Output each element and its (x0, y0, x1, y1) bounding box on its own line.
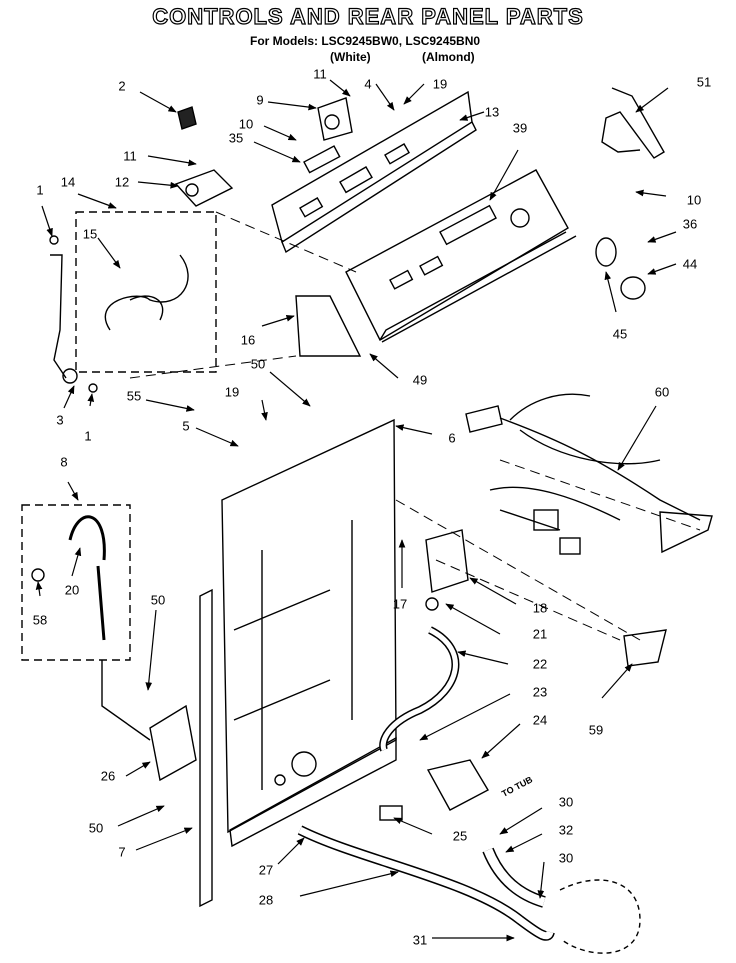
part-25 (379, 805, 403, 821)
callout-59: 59 (588, 722, 604, 738)
switch-12 (174, 169, 234, 207)
callout-12: 12 (114, 174, 130, 190)
control-panel-plate (271, 90, 477, 254)
callout-20: 20 (64, 582, 80, 598)
side-strip-7 (199, 588, 213, 908)
knob-part (595, 237, 646, 300)
callout-25: 25 (452, 828, 468, 844)
callout-16: 16 (240, 332, 256, 348)
callout-17: 17 (392, 596, 408, 612)
inlet-hose-20 (68, 515, 106, 641)
part-2 (177, 106, 197, 130)
models-line: For Models: LSC9245BW0, LSC9245BN0 (250, 34, 481, 48)
callout-35: 35 (228, 130, 244, 146)
hose-3 (50, 254, 67, 379)
switch-part (303, 145, 341, 174)
power-cord (104, 254, 189, 331)
callout-9: 9 (256, 92, 264, 108)
callout-23: 23 (532, 684, 548, 700)
callout-22: 22 (532, 656, 548, 672)
callout-19: 19 (432, 76, 448, 92)
diagram-title: CONTROLS AND REAR PANEL PARTS (152, 3, 584, 29)
variant-white: (White) (330, 50, 371, 64)
callout-3: 3 (56, 412, 64, 428)
bracket-24 (426, 759, 489, 811)
callout-58: 58 (32, 612, 48, 628)
tub-outlet (559, 879, 641, 954)
callout-15: 15 (82, 226, 98, 242)
callout-50: 50 (250, 356, 266, 372)
callout-6: 6 (448, 430, 456, 446)
callout-1b: 1 (84, 428, 92, 444)
callout-27: 27 (258, 862, 274, 878)
pump-26 (149, 704, 197, 782)
callout-55: 55 (126, 388, 142, 404)
callout-31: 31 (412, 932, 428, 948)
variant-almond: (Almond) (422, 50, 475, 64)
end-cap-16 (295, 295, 362, 357)
callout-8: 8 (60, 454, 68, 470)
inlet-box-8 (21, 504, 131, 661)
callout-60: 60 (654, 384, 670, 400)
callout-10b: 10 (686, 192, 702, 208)
callout-30b: 30 (558, 850, 574, 866)
callout-49: 49 (412, 372, 428, 388)
callout-50c: 50 (88, 820, 104, 836)
callout-11: 11 (313, 66, 327, 82)
callout-30: 30 (558, 794, 574, 810)
callout-13: 13 (484, 104, 500, 120)
callout-45: 45 (612, 326, 628, 342)
wire-harness-60 (465, 393, 713, 555)
callout-36: 36 (682, 216, 698, 232)
callout-26: 26 (100, 768, 116, 784)
valve-18 (425, 529, 469, 593)
callout-21: 21 (532, 626, 548, 642)
callout-5: 5 (182, 418, 190, 434)
bracket-51 (601, 87, 665, 159)
callout-24: 24 (532, 712, 548, 728)
callout-14: 14 (60, 174, 76, 190)
callout-18: 18 (532, 600, 548, 616)
callout-39: 39 (512, 120, 528, 136)
callout-44: 44 (682, 256, 698, 272)
callout-7: 7 (118, 844, 126, 860)
callout-19b: 19 (224, 384, 240, 400)
leader-lines (35, 79, 677, 942)
callout-51: 51 (696, 74, 712, 90)
callout-10: 10 (238, 116, 254, 132)
callout-50b: 50 (150, 592, 166, 608)
cord-box-14 (75, 211, 217, 373)
timer-part (317, 97, 353, 141)
callout-1: 1 (36, 182, 44, 198)
callout-28: 28 (258, 892, 274, 908)
part-59 (623, 629, 667, 667)
rear-panel (221, 418, 397, 848)
console-part (345, 169, 577, 343)
callout-32: 32 (558, 822, 574, 838)
callout-4: 4 (364, 76, 372, 92)
callout-11b: 11 (123, 148, 137, 164)
callout-2: 2 (118, 78, 126, 94)
